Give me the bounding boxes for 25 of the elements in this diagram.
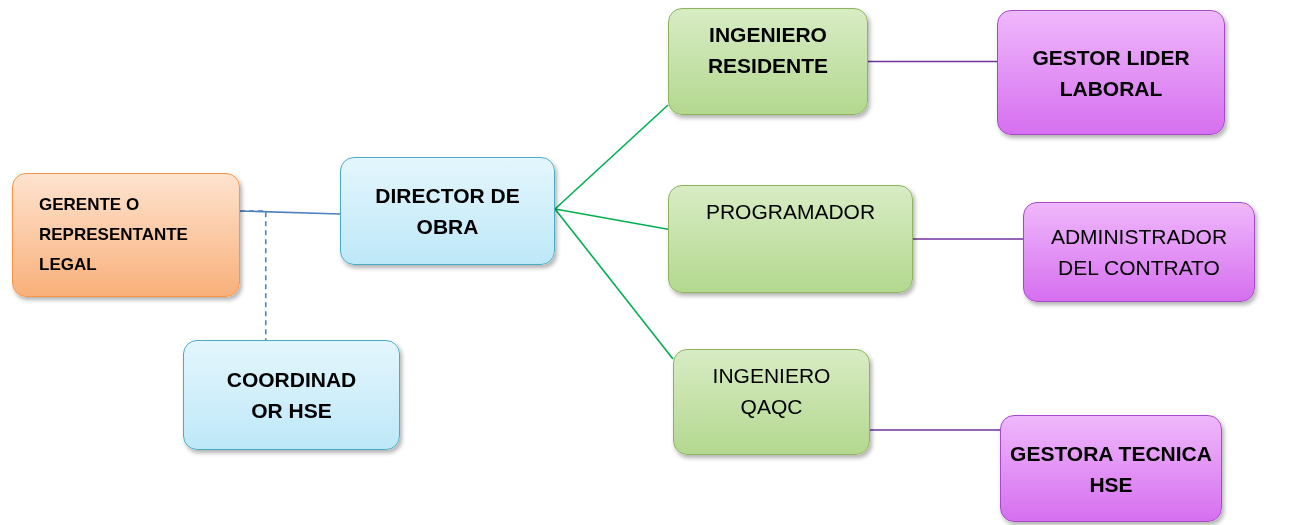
rounded-box xyxy=(668,8,868,115)
rounded-box xyxy=(997,10,1225,135)
node-label: GERENTE O REPRESENTANTE LEGAL xyxy=(39,194,189,276)
node-label: INGENIERO QAQC xyxy=(711,363,832,420)
rounded-box xyxy=(1000,415,1222,522)
rounded-box xyxy=(12,173,240,297)
node-label: ADMINISTRADOR DEL CONTRATO xyxy=(1049,224,1229,281)
connector-line xyxy=(554,208,669,230)
node-label: GESTORA TECNICA HSE xyxy=(1009,440,1213,498)
rounded-box xyxy=(673,349,870,455)
rounded-box xyxy=(1023,202,1255,302)
node-label: COORDINADOR HSE xyxy=(226,367,357,424)
connector-line xyxy=(554,208,674,360)
dashed-connector xyxy=(239,210,267,341)
connector-line xyxy=(554,104,669,210)
rounded-box xyxy=(340,157,555,265)
node-label: INGENIERO RESIDENTE xyxy=(706,22,830,79)
rounded-box xyxy=(183,340,400,450)
node-label: GESTOR LIDER LABORAL xyxy=(1031,44,1191,102)
node-label: DIRECTOR DE OBRA xyxy=(374,183,521,240)
node-label: PROGRAMADOR xyxy=(705,199,876,225)
connector-line xyxy=(867,60,998,63)
rounded-box xyxy=(668,185,913,293)
connector-line xyxy=(912,238,1024,240)
connector-line xyxy=(869,429,1001,431)
